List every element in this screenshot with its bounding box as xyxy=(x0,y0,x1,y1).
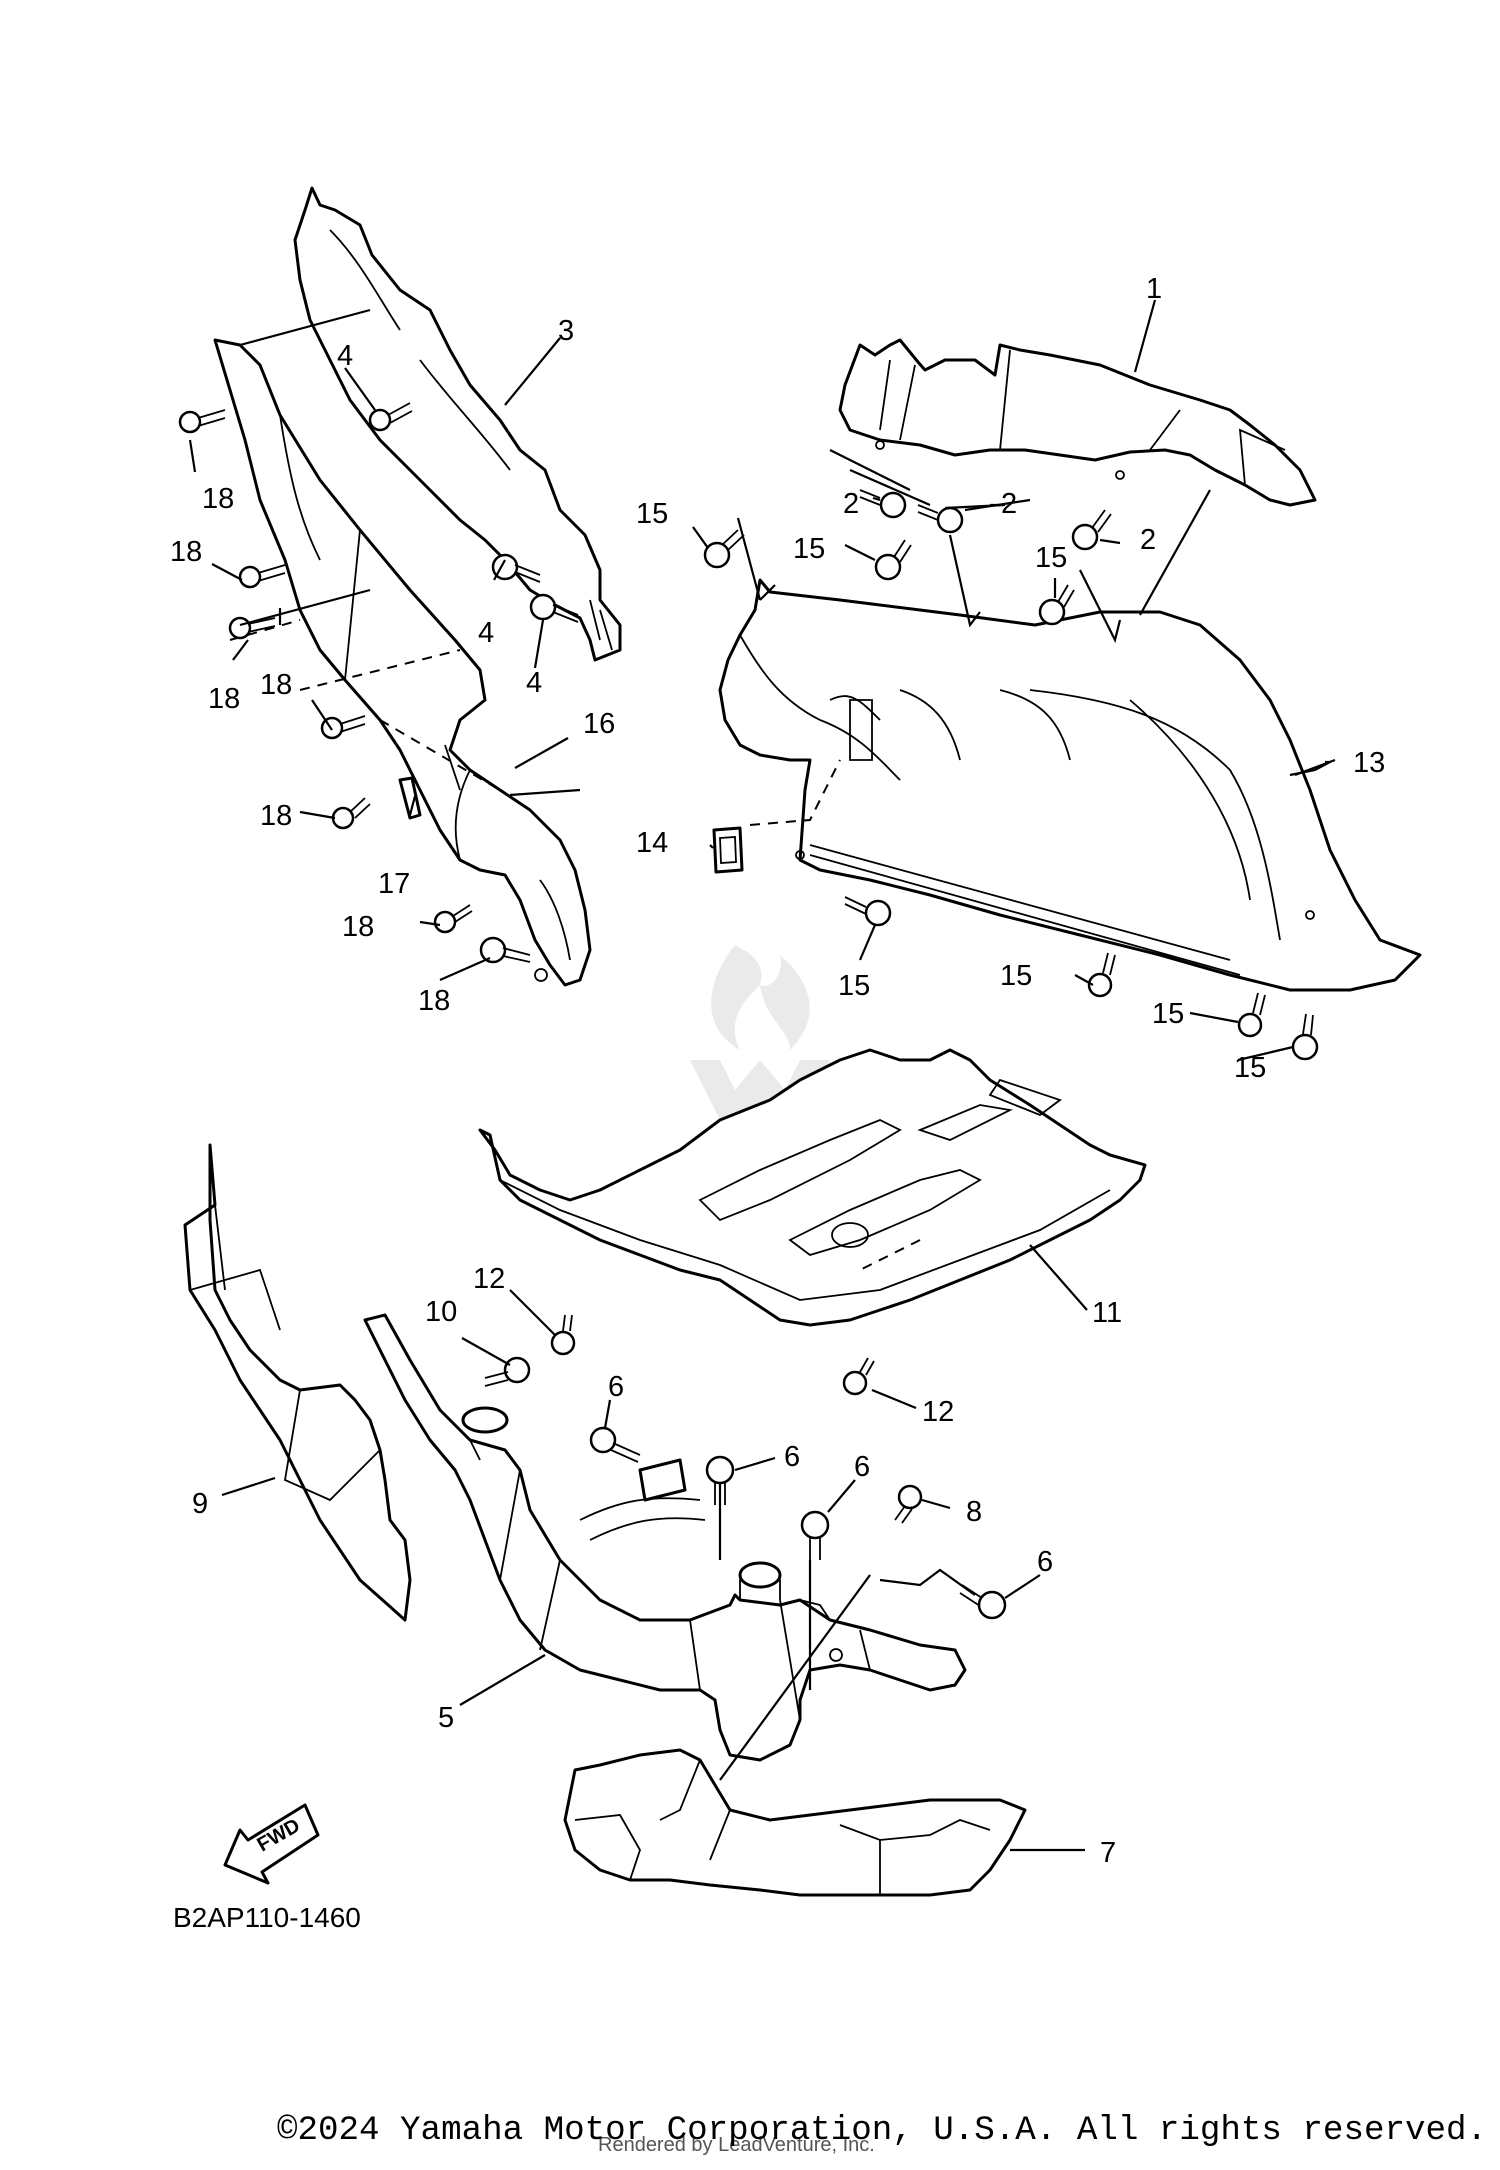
callout-3: 3 xyxy=(558,315,574,347)
bolt-8 xyxy=(894,1484,923,1524)
part-17-clip xyxy=(398,776,422,820)
callout-2-c: 2 xyxy=(1140,524,1156,556)
callout-18-g: 18 xyxy=(418,985,450,1017)
bolt-4-c xyxy=(529,593,579,623)
part-1-upper-cover xyxy=(829,338,1317,507)
callout-4-b: 4 xyxy=(478,617,494,649)
callout-6-a: 6 xyxy=(608,1371,624,1403)
bolt-10 xyxy=(484,1356,531,1387)
callout-17: 17 xyxy=(378,868,410,900)
callout-15-g: 15 xyxy=(1234,1052,1266,1084)
callout-4-a: 4 xyxy=(337,340,353,372)
bolt-15-a xyxy=(703,529,745,569)
bolt-15-b xyxy=(874,539,912,581)
bolt-4-a xyxy=(368,402,413,432)
callout-14: 14 xyxy=(636,827,668,859)
part-3-side-guard xyxy=(293,186,622,662)
diagram-code: B2AP110-1460 xyxy=(173,1902,361,1933)
bolt-15-e xyxy=(1087,952,1116,998)
rendered-by-notice: Rendered by LeadVenture, Inc. xyxy=(598,2134,875,2156)
callout-13: 13 xyxy=(1353,747,1385,779)
callout-18-c: 18 xyxy=(208,683,240,715)
bolt-12-a xyxy=(550,1314,576,1356)
callout-15-d: 15 xyxy=(838,970,870,1002)
callout-10: 10 xyxy=(425,1296,457,1328)
callout-15-b: 15 xyxy=(793,533,825,565)
bolt-18-d xyxy=(320,715,366,740)
bolt-6-b xyxy=(705,1455,735,1505)
callout-4-c: 4 xyxy=(526,667,542,699)
bolt-15-g xyxy=(1291,1013,1319,1061)
callout-18-f: 18 xyxy=(342,911,374,943)
callout-6-b: 6 xyxy=(784,1441,800,1473)
callout-labels: 1 2 2 2 3 4 4 4 5 6 6 6 6 7 8 9 10 11 12… xyxy=(170,273,1385,1869)
callout-15-f: 15 xyxy=(1152,998,1184,1030)
bolt-18-b xyxy=(238,564,286,589)
bolt-18-e xyxy=(331,797,371,830)
part-7-lower-guard xyxy=(563,1748,1027,1897)
bolt-6-a xyxy=(589,1426,641,1463)
callout-6-d: 6 xyxy=(1037,1546,1053,1578)
fwd-arrow-icon: FWD xyxy=(223,1803,320,1885)
bolt-12-b xyxy=(842,1357,875,1396)
callout-5: 5 xyxy=(438,1702,454,1734)
callout-18-b: 18 xyxy=(170,536,202,568)
callout-12-a: 12 xyxy=(473,1263,505,1295)
bolt-2-b xyxy=(917,504,964,534)
callout-6-c: 6 xyxy=(854,1451,870,1483)
callout-18-d: 18 xyxy=(260,669,292,701)
part-13-floor-panel xyxy=(718,578,1422,992)
bolt-18-f xyxy=(433,904,473,934)
bolt-18-g xyxy=(479,936,531,964)
bolt-2-c xyxy=(1071,509,1112,551)
callout-2-b: 2 xyxy=(1001,488,1017,520)
bolt-18-a xyxy=(178,409,226,434)
callout-2-a: 2 xyxy=(843,488,859,520)
part-11-skid-plate xyxy=(478,1048,1147,1327)
callout-11: 11 xyxy=(1092,1297,1122,1329)
callout-8: 8 xyxy=(966,1496,982,1528)
callout-1: 1 xyxy=(1146,273,1162,305)
part-16-side-panel xyxy=(213,338,592,987)
part-14-grommet xyxy=(712,826,744,874)
callout-7: 7 xyxy=(1100,1837,1116,1869)
callout-18-a: 18 xyxy=(202,483,234,515)
copyright-notice: ©2024 Yamaha Motor Corporation, U.S.A. A… xyxy=(277,2112,1487,2150)
part-5-frame xyxy=(363,1313,967,1762)
callout-15-c: 15 xyxy=(1035,542,1067,574)
callout-15-a: 15 xyxy=(636,498,668,530)
callout-16: 16 xyxy=(583,708,615,740)
fasteners xyxy=(178,402,1319,1620)
bolt-15-c xyxy=(1038,584,1075,626)
callout-12-b: 12 xyxy=(922,1396,954,1428)
callout-18-e: 18 xyxy=(260,800,292,832)
callout-9: 9 xyxy=(192,1488,208,1520)
bolt-6-c xyxy=(800,1510,830,1560)
callout-15-e: 15 xyxy=(1000,960,1032,992)
leader-lines xyxy=(188,299,1336,1852)
bolt-2-a xyxy=(859,489,907,519)
bolt-15-d xyxy=(844,896,892,927)
bolt-15-f xyxy=(1237,992,1266,1038)
part-9-front-bumper xyxy=(183,1143,412,1622)
